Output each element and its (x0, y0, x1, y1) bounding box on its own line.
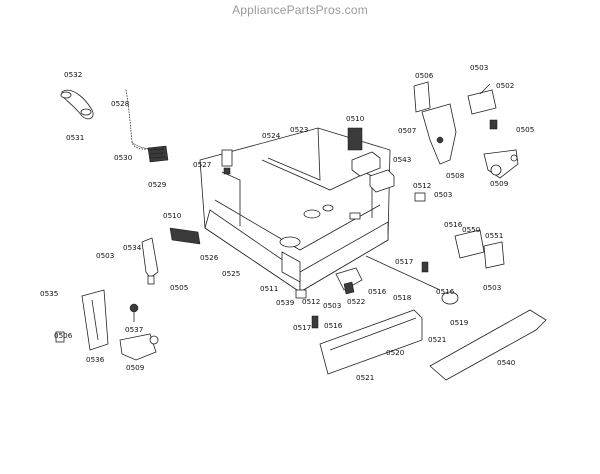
screw-0506-left (55, 331, 65, 343)
callout-0531: 0531 (66, 133, 84, 142)
clip-0505-top (489, 119, 498, 130)
callout-0503: 0503 (483, 283, 501, 292)
hose-0532 (60, 89, 94, 120)
part-0512-center (295, 289, 307, 299)
watermark: AppliancePartsPros.com (232, 3, 368, 17)
callout-0516: 0516 (444, 220, 463, 229)
callout-0516: 0516 (324, 321, 343, 330)
callout-0503: 0503 (434, 190, 452, 199)
base-tub (199, 127, 391, 293)
callout-0506: 0506 (54, 331, 73, 340)
callout-0532: 0532 (64, 70, 82, 79)
callout-labels: 0532 0531 0528 0530 0529 0527 0524 0523 … (40, 63, 534, 382)
part-0537 (129, 303, 139, 322)
spring-0510-top (347, 127, 363, 151)
callout-0525: 0525 (222, 269, 240, 278)
callout-0517: 0517 (293, 323, 311, 332)
rod-0518 (365, 255, 441, 291)
coil-0530 (147, 145, 169, 163)
callout-0551: 0551 (485, 231, 503, 240)
callout-0512: 0512 (302, 297, 320, 306)
callout-0536: 0536 (86, 355, 105, 364)
callout-0518: 0518 (393, 293, 412, 302)
bracket-0506 (413, 81, 457, 165)
callout-0511: 0511 (260, 284, 278, 293)
module-0543 (351, 151, 395, 193)
callout-0540: 0540 (497, 358, 516, 367)
callout-0502: 0502 (496, 81, 514, 90)
valve-0522 (335, 267, 363, 295)
plate-0520 (319, 309, 423, 375)
stud-0517-upper (421, 261, 429, 273)
cap-0519 (441, 291, 459, 305)
callout-0539: 0539 (276, 298, 295, 307)
callout-0507: 0507 (398, 126, 416, 135)
callout-0537: 0537 (125, 325, 143, 334)
module-0550 (454, 229, 485, 259)
callout-0521: 0521 (356, 373, 374, 382)
callout-0509: 0509 (490, 179, 509, 188)
callout-0524: 0524 (262, 131, 281, 140)
callout-0516: 0516 (436, 287, 455, 296)
callout-0527: 0527 (193, 160, 211, 169)
callout-0517: 0517 (395, 257, 413, 266)
corrugated-hose-0528 (125, 89, 157, 150)
callout-0526: 0526 (200, 253, 219, 262)
hinge-0509-left (119, 333, 159, 361)
callout-0505: 0505 (516, 125, 534, 134)
callout-0534: 0534 (123, 243, 142, 252)
spring-0510-left (169, 227, 201, 245)
bracket-0502 (467, 83, 497, 115)
cover-0551 (483, 241, 505, 269)
callout-0521: 0521 (428, 335, 446, 344)
callout-0543: 0543 (393, 155, 411, 164)
callout-0530: 0530 (114, 153, 133, 162)
callout-0529: 0529 (148, 180, 167, 189)
callout-0519: 0519 (450, 318, 469, 327)
callout-0535: 0535 (40, 289, 58, 298)
callout-0505: 0505 (170, 283, 188, 292)
callout-0512: 0512 (413, 181, 431, 190)
bracket-0534 (141, 237, 159, 285)
callout-0508: 0508 (446, 171, 465, 180)
part-0527 (221, 149, 233, 175)
callout-0503: 0503 (470, 63, 488, 72)
bracket-0536 (81, 289, 109, 351)
callout-0509: 0509 (126, 363, 145, 372)
callout-0550: 0550 (462, 225, 481, 234)
callout-0516: 0516 (368, 287, 387, 296)
stud-0517-lower (311, 315, 319, 329)
callout-0520: 0520 (386, 348, 405, 357)
callout-0528: 0528 (111, 99, 130, 108)
callout-0506: 0506 (415, 71, 434, 80)
panel-0540 (429, 309, 547, 381)
callout-0510: 0510 (346, 114, 365, 123)
hinge-0509-right (483, 149, 519, 179)
callout-0503: 0503 (96, 251, 114, 260)
callout-0523: 0523 (290, 125, 308, 134)
part-0512-right (414, 192, 426, 202)
callout-0522: 0522 (347, 297, 365, 306)
callout-0503: 0503 (323, 301, 341, 310)
callout-0510: 0510 (163, 211, 182, 220)
